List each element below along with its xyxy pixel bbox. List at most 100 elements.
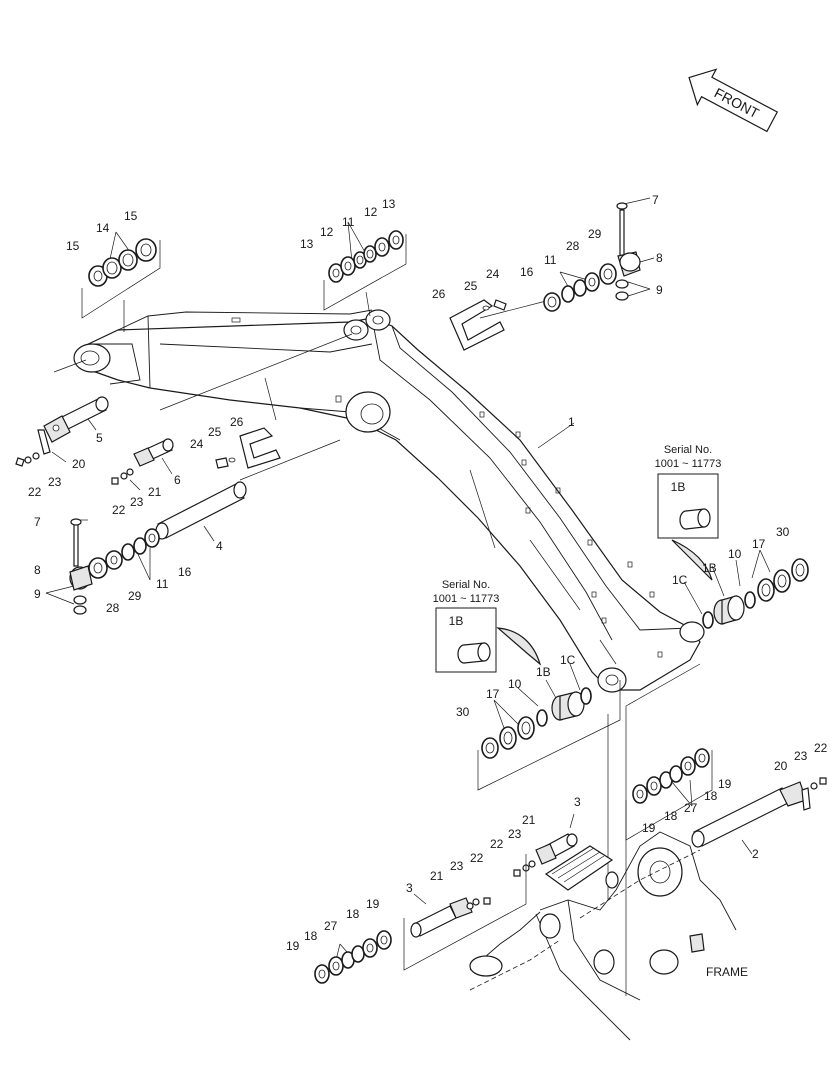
callout-21: 21 [430,869,444,883]
washer-group-16-11-28-29 [543,263,617,312]
serial-note-left: Serial No. 1001 ~ 11773 1B [433,579,542,673]
callout-11: 11 [544,253,557,267]
callout-10: 10 [728,547,742,561]
callout-10: 10 [508,677,522,691]
callout-16: 16 [520,265,534,279]
callout-17: 17 [486,687,500,701]
callout-30: 30 [456,705,470,719]
front-direction-arrow: FRONT [688,68,779,133]
serial-part-right: 1B [671,480,686,494]
boom-detail-holes [231,317,663,658]
callout-23: 23 [48,475,62,489]
callout-1B: 1B [702,561,717,575]
serial-range-left: 1001 ~ 11773 [433,593,500,605]
fasteners-7-8-9-left [69,518,93,615]
pin-4 [155,481,247,540]
callout-12: 12 [364,205,378,219]
callout-14: 14 [96,221,110,235]
frame-structure: FRAME [469,831,748,1041]
callout-28: 28 [566,239,580,253]
callout-19: 19 [718,777,732,791]
grease-fitting-top [615,202,641,301]
callout-15: 15 [124,209,138,223]
callout-1C: 1C [672,573,688,587]
callout-20: 20 [72,457,86,471]
boom-assembly [73,309,705,693]
callout-28: 28 [106,601,120,615]
bracket-26-top [449,299,507,351]
callout-18: 18 [704,789,718,803]
callout-7: 7 [34,515,41,529]
callout-22: 22 [490,837,504,851]
callout-19: 19 [366,897,380,911]
callout-4: 4 [216,539,223,553]
callout-30: 30 [776,525,790,539]
callout-27: 27 [324,919,338,933]
bushing-group-left [477,680,621,791]
callout-18: 18 [346,907,360,921]
callout-16: 16 [178,565,192,579]
callout-23: 23 [794,749,808,763]
callout-22: 22 [112,503,126,517]
pin-5 [43,396,109,443]
washer-group-18-19-27-left [314,930,392,984]
callout-21: 21 [148,485,162,499]
callout-29: 29 [128,589,142,603]
callout-12: 12 [320,225,334,239]
reference-lines [53,291,701,996]
callout-22: 22 [470,851,484,865]
callout-18: 18 [664,809,678,823]
callout-8: 8 [656,251,663,265]
callout-3: 3 [406,881,413,895]
callout-6: 6 [174,473,181,487]
callout-23: 23 [130,495,144,509]
callout-11: 11 [342,215,355,229]
callout-23: 23 [508,827,522,841]
callout-1B: 1B [536,665,551,679]
callout-26: 26 [432,287,446,301]
bracket-26-mid [215,427,281,469]
callout-17: 17 [752,537,766,551]
callout-22: 22 [814,741,828,755]
serial-range-right: 1001 ~ 11773 [655,458,722,470]
callout-19: 19 [286,939,300,953]
callout-18: 18 [304,929,318,943]
serial-part-left: 1B [449,614,464,628]
callout-1C: 1C [560,653,576,667]
callout-7: 7 [652,193,659,207]
callout-25: 25 [464,279,478,293]
callout-13: 13 [382,197,396,211]
washer-group-11-12-13 [323,230,407,311]
callout-11: 11 [156,577,169,591]
pin-6 [111,438,174,485]
callout-24: 24 [190,437,204,451]
fasteners-20-23-left [15,429,51,467]
callout-15: 15 [66,239,80,253]
frame-label: FRAME [706,965,748,979]
serial-title-left: Serial No. [442,579,490,591]
callout-26: 26 [230,415,244,429]
pin-3-upper [513,833,578,877]
callout-21: 21 [522,813,536,827]
callout-23: 23 [450,859,464,873]
callout-labels: 1 2 3 3 4 5 6 7 7 8 8 9 9 10 10 11 11 11… [28,193,828,953]
washer-group-28-29-11-16-left [88,528,160,579]
callout-29: 29 [588,227,602,241]
callout-27: 27 [684,801,698,815]
callout-20: 20 [774,759,788,773]
serial-note-right: Serial No. 1001 ~ 11773 1B [655,444,722,581]
pin-2 [691,777,827,848]
callout-25: 25 [208,425,222,439]
callout-24: 24 [486,267,500,281]
callout-9: 9 [34,587,41,601]
callout-9: 9 [656,283,663,297]
callout-13: 13 [300,237,314,251]
callout-2: 2 [752,847,759,861]
callout-19: 19 [642,821,656,835]
callout-5: 5 [96,431,103,445]
bushing-group-right [702,558,809,629]
callout-22: 22 [28,485,42,499]
washer-group-18-19-27-right [625,748,713,841]
callout-3: 3 [574,795,581,809]
